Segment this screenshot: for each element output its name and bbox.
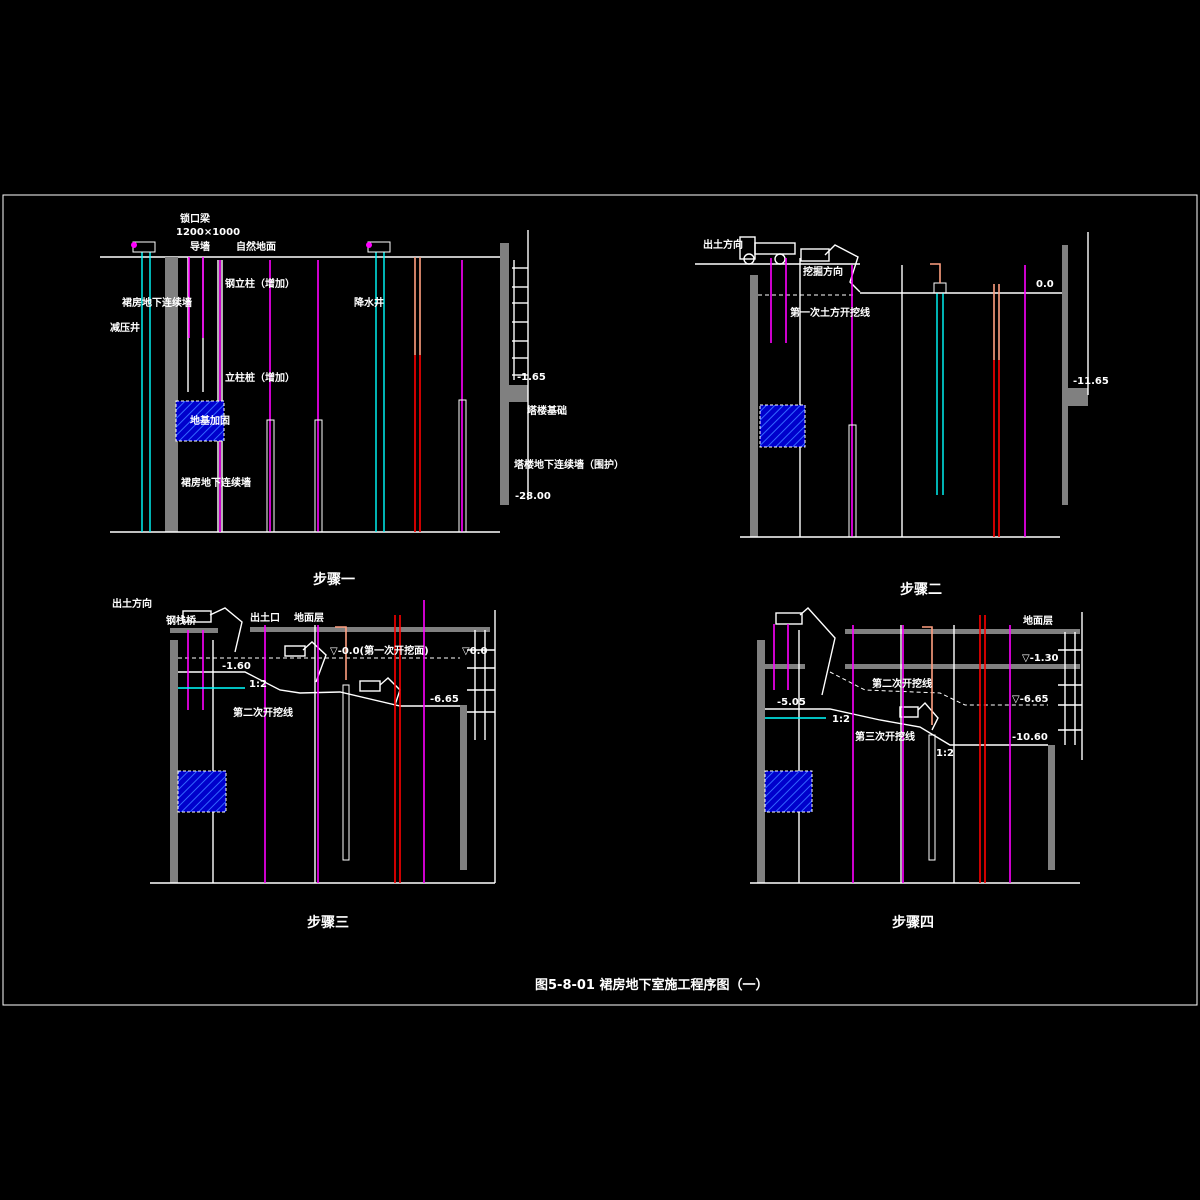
tower-diaphragm-wall	[1048, 745, 1055, 870]
label-elev-2: -28.00	[515, 491, 551, 502]
step1-panel: 锁口梁 1200×1000 导墙 自然地面 钢立柱（增加） 立柱桩（增加） 裙房…	[100, 212, 624, 588]
label-first-excavation: 第一次土方开挖线	[790, 306, 870, 319]
excavator	[182, 607, 401, 706]
label-slope-2: 1:2	[936, 748, 954, 759]
label-second-excavation: 第二次开挖线	[872, 677, 932, 690]
label-column-pile: 立柱桩（增加）	[225, 371, 295, 384]
step4-caption: 步骤四	[892, 914, 934, 931]
label-second-excavation: 第二次开挖线	[233, 706, 293, 719]
label-soil-outlet: 出土口	[250, 611, 280, 624]
label-elev-first: ▽-0.0(第一次开挖面)	[330, 644, 429, 657]
ground-reinforcement-zone	[759, 404, 806, 448]
step3-caption: 步骤三	[307, 914, 349, 931]
label-elev-130: ▽-1.30	[1022, 653, 1059, 664]
podium-diaphragm-wall	[170, 640, 178, 883]
podium-diaphragm-wall	[165, 257, 178, 532]
label-elev-665: ▽-6.65	[1012, 694, 1049, 705]
drawing-title: 图5-8-01 裙房地下室施工程序图（一）	[535, 977, 769, 993]
label-trestle: 钢栈桥	[166, 614, 197, 627]
label-ground-floor: 地面层	[294, 611, 324, 624]
drawing-frame	[2, 194, 1198, 1006]
step2-caption: 步骤二	[900, 581, 942, 598]
label-podium-wall: 裙房地下连续墙	[181, 476, 251, 489]
ground-reinforcement-zone	[175, 400, 225, 442]
ground-floor-slab	[845, 629, 1080, 634]
label-ground-reinforce: 地基加固	[190, 414, 230, 427]
label-guide-wall: 导墙	[190, 240, 210, 253]
ground-floor-slab	[250, 627, 490, 632]
label-elev-1: -11.65	[1073, 376, 1109, 387]
podium-diaphragm-wall	[750, 275, 758, 537]
label-natural-ground: 自然地面	[236, 240, 276, 253]
step3-panel: 出土方向 钢栈桥 出土口 地面层 ▽-0.0(第一次开挖面) ▽0.0 -1.6…	[112, 597, 496, 931]
tower-foundation	[500, 385, 528, 402]
dump-truck	[739, 236, 796, 265]
second-excavation-line	[829, 671, 1048, 706]
label-ground-floor: 地面层	[1023, 614, 1053, 627]
label-soil-direction: 出土方向	[112, 597, 152, 610]
label-podium-wall-top: 裙房地下连续墙	[122, 296, 192, 309]
label-elev-160: -1.60	[222, 661, 251, 672]
label-tower-foundation: 塔楼基础	[527, 404, 567, 417]
tower-diaphragm-wall	[500, 243, 509, 505]
second-excavation-line	[178, 671, 460, 707]
tower-scaffold	[512, 260, 528, 380]
step1-caption: 步骤一	[313, 571, 355, 588]
label-dig-direction: 挖掘方向	[803, 265, 843, 278]
label-lock-beam-size: 1200×1000	[176, 227, 240, 238]
label-elev-665: -6.65	[430, 694, 459, 705]
label-lock-beam: 锁口梁	[180, 212, 211, 225]
tower-diaphragm-wall	[1062, 245, 1068, 505]
step2-panel: 出土方向 挖掘方向 第一次土方开挖线 0.0 -11.65 步骤二	[695, 232, 1109, 598]
tower-scaffold	[1058, 632, 1082, 745]
label-tower-wall: 塔楼地下连续墙（围护）	[514, 458, 624, 471]
label-elev-0: ▽0.0	[462, 646, 487, 657]
ground-reinforcement-zone	[177, 770, 227, 813]
label-elev-0: 0.0	[1036, 279, 1054, 290]
label-slope: 1:2	[249, 679, 267, 690]
b1-slab	[845, 664, 1080, 669]
tower-scaffold	[467, 630, 495, 740]
step4-panel: 地面层 ▽-1.30 第二次开挖线 ▽-6.65 -5.05 1:2 第三次开挖…	[750, 607, 1083, 931]
tower-diaphragm-wall	[460, 705, 467, 870]
ground-reinforcement-zone	[764, 770, 813, 813]
label-relief-well: 减压井	[110, 321, 140, 334]
label-dewatering-well: 降水井	[354, 296, 384, 309]
label-elev-1060: -10.60	[1012, 732, 1048, 743]
label-third-excavation: 第三次开挖线	[855, 730, 915, 743]
label-steel-column: 钢立柱（增加）	[225, 277, 295, 290]
third-excavation-line	[765, 708, 1048, 746]
podium-diaphragm-wall	[757, 640, 765, 883]
label-soil-direction: 出土方向	[703, 238, 743, 251]
trestle	[170, 628, 218, 633]
excavator	[800, 244, 861, 293]
label-slope: 1:2	[832, 714, 850, 725]
label-elev-1: -1.65	[517, 372, 546, 383]
label-elev-505: -5.05	[777, 697, 806, 708]
